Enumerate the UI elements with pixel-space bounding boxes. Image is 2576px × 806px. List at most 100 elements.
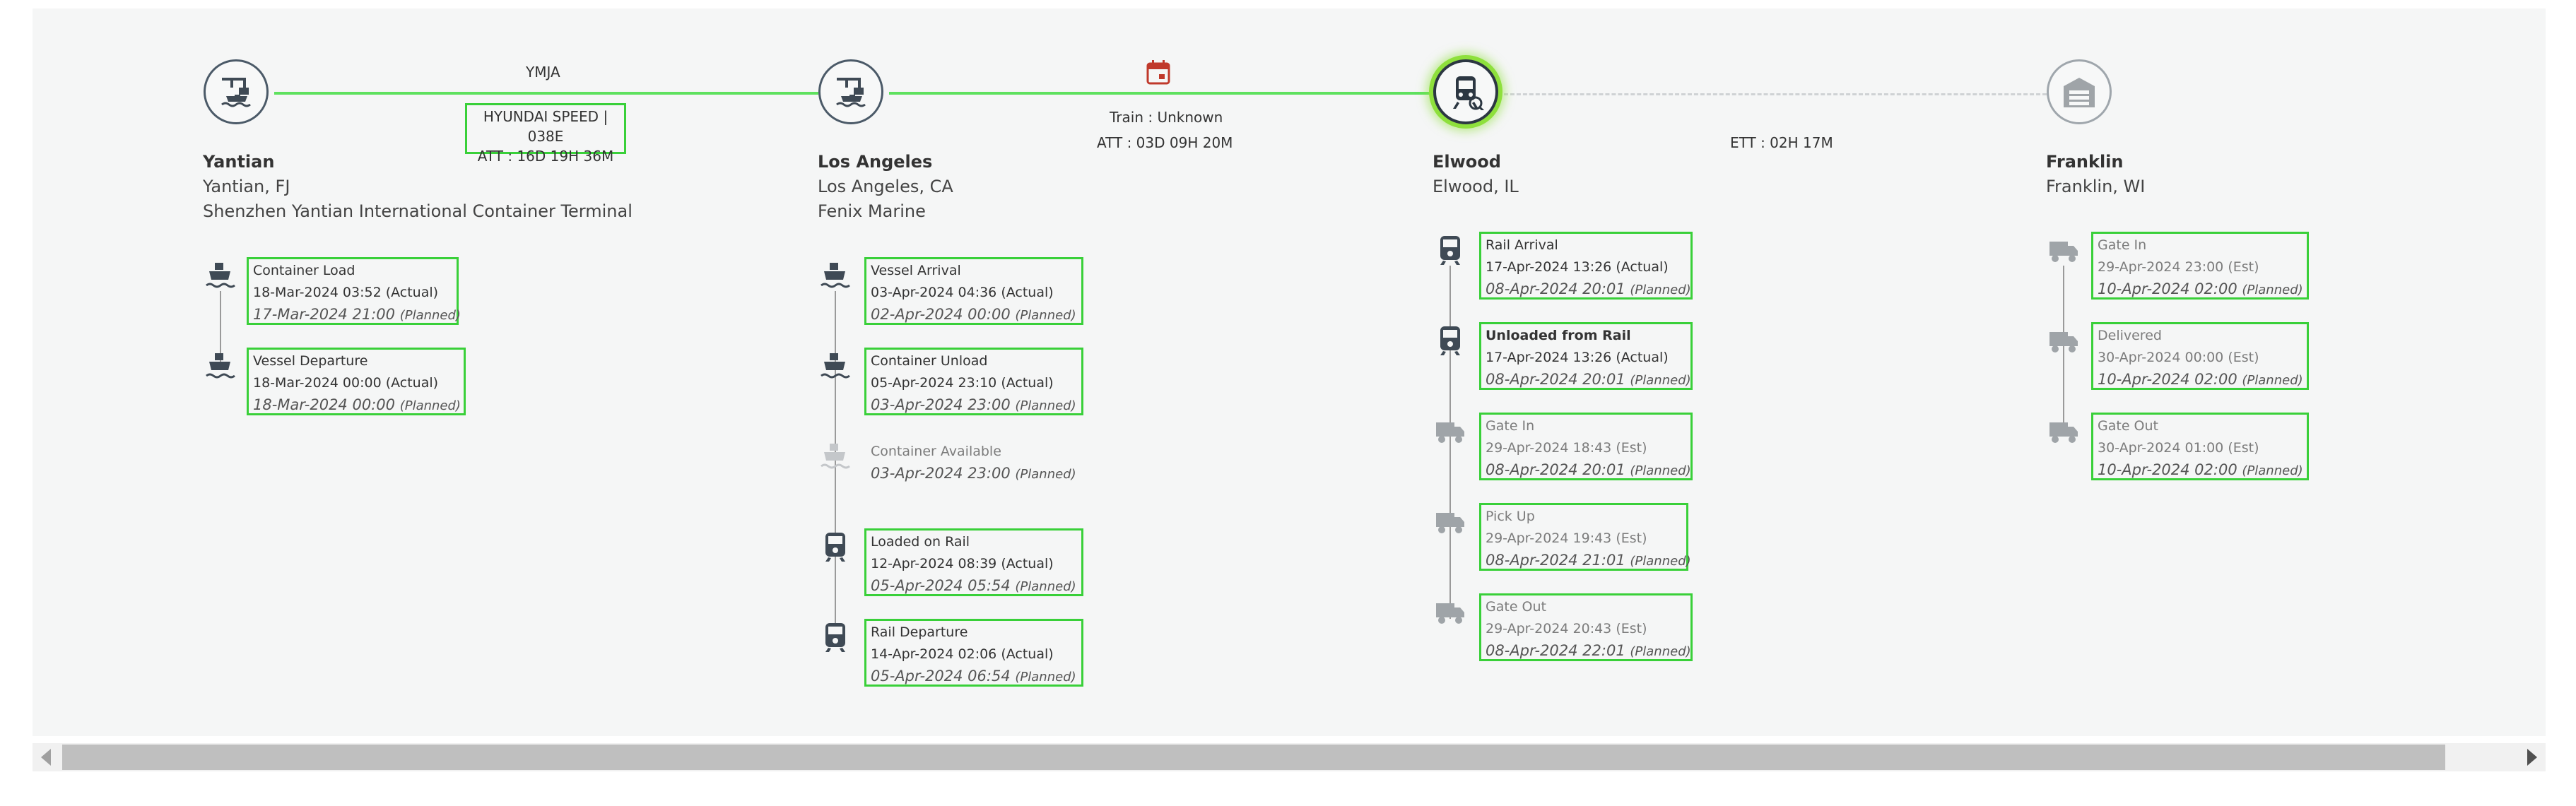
leg-2-duration: ATT : 03D 09H 20M xyxy=(1097,134,1233,151)
event-planned: 03-Apr-2024 23:00 xyxy=(871,396,1011,413)
event-unloaded-from-rail[interactable]: Unloaded from Rail 17-Apr-2024 13:26 (Ac… xyxy=(1479,322,1693,390)
location-region: Los Angeles, CA xyxy=(818,177,953,196)
scroll-right-arrow-icon[interactable] xyxy=(2527,749,2537,766)
location-node-franklin[interactable] xyxy=(2047,59,2112,124)
location-label-franklin: Franklin Franklin, WI xyxy=(2046,150,2145,199)
horizontal-scrollbar[interactable] xyxy=(33,743,2546,771)
planned-tag: (Planned) xyxy=(1015,467,1076,482)
event-planned: 08-Apr-2024 22:01 xyxy=(1486,642,1625,659)
event-estimated: 29-Apr-2024 18:43 (Est) xyxy=(1486,440,1647,456)
event-gate-in[interactable]: Gate In 29-Apr-2024 18:43 (Est) 08-Apr-2… xyxy=(1479,413,1693,480)
calendar-icon[interactable] xyxy=(1146,59,1170,88)
event-title: Rail Departure xyxy=(871,624,968,640)
ship-icon xyxy=(205,260,236,291)
event-title: Gate Out xyxy=(2098,418,2158,434)
event-connector xyxy=(220,291,221,369)
event-gate-out[interactable]: Gate Out 29-Apr-2024 20:43 (Est) 08-Apr-… xyxy=(1479,593,1693,661)
location-facility: Shenzhen Yantian International Container… xyxy=(203,201,633,221)
event-planned: 05-Apr-2024 06:54 xyxy=(871,668,1011,684)
leg-carrier-label: YMJA xyxy=(526,64,560,81)
crane-ship-icon xyxy=(836,78,866,107)
event-title: Pick Up xyxy=(1486,509,1535,524)
planned-tag: (Planned) xyxy=(1015,579,1076,594)
truck-icon xyxy=(2048,325,2079,356)
ship-icon xyxy=(205,350,236,381)
location-facility: Fenix Marine xyxy=(818,201,926,221)
vessel-info-box[interactable]: HYUNDAI SPEED | 038E ATT : 16D 19H 36M xyxy=(465,103,626,165)
location-name: Elwood xyxy=(1433,152,1501,172)
truck-icon xyxy=(1435,415,1466,446)
event-estimated: 29-Apr-2024 20:43 (Est) xyxy=(1486,621,1647,636)
event-title: Vessel Departure xyxy=(253,353,368,369)
scrollbar-thumb[interactable] xyxy=(62,745,2445,770)
truck-icon xyxy=(1435,596,1466,627)
train-icon xyxy=(1435,235,1466,266)
planned-tag: (Planned) xyxy=(1630,554,1691,569)
event-title: Vessel Arrival xyxy=(871,263,961,278)
vessel-name: HYUNDAI SPEED | 038E xyxy=(483,108,608,145)
event-franklin-gate-out[interactable]: Gate Out 30-Apr-2024 01:00 (Est) 10-Apr-… xyxy=(2091,413,2309,480)
event-planned: 05-Apr-2024 05:54 xyxy=(871,577,1011,594)
truck-icon xyxy=(2048,235,2079,266)
event-planned: 10-Apr-2024 02:00 xyxy=(2098,371,2237,388)
ship-icon xyxy=(820,260,851,291)
event-estimated: 29-Apr-2024 23:00 (Est) xyxy=(2098,259,2259,275)
event-rail-departure[interactable]: Rail Departure 14-Apr-2024 02:06 (Actual… xyxy=(864,619,1083,687)
event-vessel-arrival[interactable]: Vessel Arrival 03-Apr-2024 04:36 (Actual… xyxy=(864,257,1083,325)
event-title: Gate In xyxy=(2098,237,2147,253)
event-title: Gate In xyxy=(1486,418,1535,434)
planned-tag: (Planned) xyxy=(2242,463,2303,478)
event-title: Rail Arrival xyxy=(1486,237,1558,253)
truck-icon xyxy=(2048,415,2079,446)
event-title: Delivered xyxy=(2098,328,2162,343)
ship-icon xyxy=(820,350,851,381)
event-planned: 17-Mar-2024 21:00 xyxy=(253,306,395,323)
location-name: Yantian xyxy=(203,152,275,172)
event-title: Container Unload xyxy=(871,353,988,369)
planned-tag: (Planned) xyxy=(399,398,461,413)
event-container-load[interactable]: Container Load 18-Mar-2024 03:52 (Actual… xyxy=(247,257,461,325)
event-planned: 08-Apr-2024 20:01 xyxy=(1486,371,1625,388)
planned-tag: (Planned) xyxy=(1015,308,1076,323)
planned-tag: (Planned) xyxy=(2242,283,2303,297)
event-planned: 10-Apr-2024 02:00 xyxy=(2098,280,2237,297)
route-line-pending-3 xyxy=(1504,93,2047,95)
event-vessel-departure[interactable]: Vessel Departure 18-Mar-2024 00:00 (Actu… xyxy=(247,348,466,415)
train-icon xyxy=(1453,76,1484,110)
location-node-elwood-current[interactable] xyxy=(1433,59,1498,124)
planned-tag: (Planned) xyxy=(1630,644,1691,659)
location-label-los-angeles: Los Angeles Los Angeles, CA Fenix Marine xyxy=(818,150,953,224)
event-actual: 14-Apr-2024 02:06 (Actual) xyxy=(871,646,1054,662)
event-title: Container Available xyxy=(871,444,1001,459)
leg-2-mode: Train : Unknown xyxy=(1110,109,1223,126)
event-estimated: 29-Apr-2024 19:43 (Est) xyxy=(1486,531,1647,546)
planned-tag: (Planned) xyxy=(1015,398,1076,413)
location-region: Yantian, FJ xyxy=(203,177,290,196)
event-connector xyxy=(1449,266,1451,619)
warehouse-icon xyxy=(2064,78,2095,107)
event-planned: 08-Apr-2024 20:01 xyxy=(1486,461,1625,478)
train-icon xyxy=(1435,325,1466,356)
event-connector xyxy=(2063,266,2064,435)
location-node-los-angeles[interactable] xyxy=(818,59,883,124)
event-planned: 03-Apr-2024 23:00 xyxy=(871,465,1011,482)
location-node-yantian[interactable] xyxy=(204,59,269,124)
scroll-left-arrow-icon[interactable] xyxy=(41,749,51,766)
event-planned: 08-Apr-2024 20:01 xyxy=(1486,280,1625,297)
event-franklin-gate-in[interactable]: Gate In 29-Apr-2024 23:00 (Est) 10-Apr-2… xyxy=(2091,232,2309,300)
event-pick-up[interactable]: Pick Up 29-Apr-2024 19:43 (Est) 08-Apr-2… xyxy=(1479,503,1691,571)
location-label-yantian: Yantian Yantian, FJ Shenzhen Yantian Int… xyxy=(203,150,633,224)
event-rail-arrival[interactable]: Rail Arrival 17-Apr-2024 13:26 (Actual) … xyxy=(1479,232,1693,300)
event-loaded-on-rail[interactable]: Loaded on Rail 12-Apr-2024 08:39 (Actual… xyxy=(864,528,1083,596)
event-delivered[interactable]: Delivered 30-Apr-2024 00:00 (Est) 10-Apr… xyxy=(2091,322,2309,390)
route-line-completed-1 xyxy=(274,92,818,95)
leg-3-duration: ETT : 02H 17M xyxy=(1730,134,1833,151)
event-planned: 10-Apr-2024 02:00 xyxy=(2098,461,2237,478)
event-actual: 05-Apr-2024 23:10 (Actual) xyxy=(871,375,1054,391)
event-actual: 17-Apr-2024 13:26 (Actual) xyxy=(1486,259,1669,275)
event-actual: 18-Mar-2024 03:52 (Actual) xyxy=(253,285,439,300)
event-container-unload[interactable]: Container Unload 05-Apr-2024 23:10 (Actu… xyxy=(864,348,1083,415)
train-icon xyxy=(820,622,851,653)
event-actual: 18-Mar-2024 00:00 (Actual) xyxy=(253,375,439,391)
location-region: Franklin, WI xyxy=(2046,177,2146,196)
